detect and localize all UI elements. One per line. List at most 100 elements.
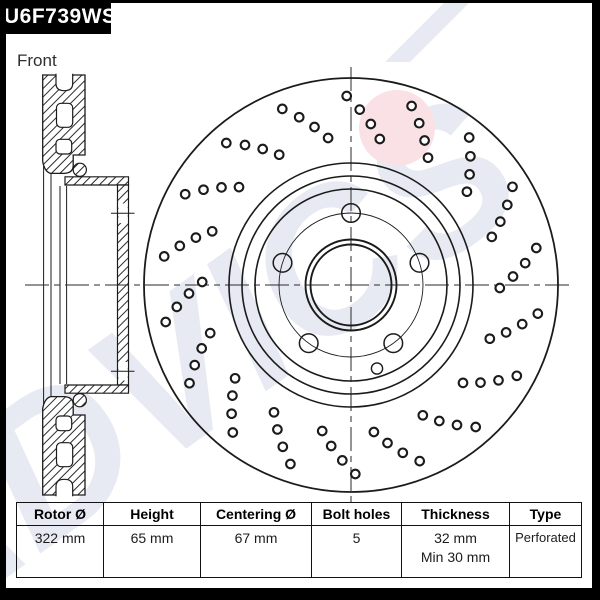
hole xyxy=(383,333,404,354)
hole xyxy=(226,408,237,420)
center-bore xyxy=(304,238,398,332)
hole xyxy=(196,343,208,354)
hole xyxy=(239,139,251,151)
bolt-holes xyxy=(272,202,430,354)
vent-slot-top-open xyxy=(55,73,74,92)
hole xyxy=(174,240,186,252)
hole xyxy=(368,426,380,438)
spec-value-row: 322 mm 65 mm 67 mm 5 32 mm Min 30 mm Per… xyxy=(16,525,582,578)
hole xyxy=(220,137,232,149)
hole xyxy=(532,308,544,319)
spec-header-rotor-diameter: Rotor Ø xyxy=(16,502,104,526)
hole xyxy=(158,251,170,262)
hole xyxy=(501,199,513,211)
hole xyxy=(309,121,320,133)
set-screw-hole xyxy=(370,362,384,375)
hole xyxy=(414,455,426,467)
hole xyxy=(365,118,377,130)
hole xyxy=(433,415,445,427)
spec-header-bolt-holes: Bolt holes xyxy=(311,502,402,526)
hole xyxy=(493,374,504,386)
hole xyxy=(457,377,469,389)
hole xyxy=(451,419,463,431)
hole xyxy=(516,318,528,330)
spec-value-centering-diameter: 67 mm xyxy=(200,525,312,578)
spec-header-height: Height xyxy=(103,502,201,526)
hole xyxy=(530,242,542,254)
drill-holes xyxy=(158,90,544,480)
hole xyxy=(382,437,393,449)
hole xyxy=(233,181,245,193)
hole xyxy=(413,117,425,129)
hole xyxy=(198,184,209,196)
hole xyxy=(519,257,531,269)
spec-value-type: Perforated xyxy=(509,525,582,578)
hole xyxy=(419,135,430,146)
hub-circles xyxy=(228,162,474,408)
frame-border-bottom xyxy=(0,588,600,600)
hole xyxy=(397,447,409,459)
part-number-plate: U6F739WS xyxy=(0,0,116,34)
hole xyxy=(341,90,353,102)
hole xyxy=(160,316,172,328)
hole xyxy=(322,132,334,144)
hole xyxy=(171,301,183,313)
hole xyxy=(422,152,434,164)
hole xyxy=(227,427,239,438)
hole xyxy=(325,440,337,452)
hole xyxy=(464,169,475,180)
spec-value-height: 65 mm xyxy=(103,525,201,578)
hole xyxy=(354,104,366,115)
hole xyxy=(179,188,191,200)
hole xyxy=(276,103,288,115)
hole xyxy=(340,202,362,224)
hole xyxy=(183,288,195,299)
spec-value-thickness: 32 mm Min 30 mm xyxy=(401,525,510,578)
hole xyxy=(206,225,218,237)
frame-border-right xyxy=(592,0,600,600)
hole xyxy=(507,181,518,193)
hole xyxy=(417,409,429,421)
hole xyxy=(190,232,202,243)
section-top-fillet xyxy=(72,162,88,177)
hole xyxy=(196,276,208,288)
hole xyxy=(229,372,241,384)
hole xyxy=(409,252,430,273)
hole xyxy=(500,327,512,338)
hole xyxy=(470,421,482,433)
frame-border-left xyxy=(0,0,6,600)
spec-value-rotor-diameter: 322 mm xyxy=(16,525,104,578)
hole xyxy=(507,271,519,282)
section-top-hat-flange xyxy=(64,176,130,186)
hole xyxy=(484,333,496,345)
hole xyxy=(184,377,195,389)
hole xyxy=(349,468,361,480)
hole xyxy=(189,359,201,371)
hole xyxy=(486,231,498,243)
vent-slot xyxy=(55,442,74,468)
hole xyxy=(293,111,305,123)
hole xyxy=(494,282,506,294)
spec-header-row: Rotor Ø Height Centering Ø Bolt holes Th… xyxy=(16,502,582,526)
front-view xyxy=(25,67,572,503)
spec-table-container: Rotor Ø Height Centering Ø Bolt holes Th… xyxy=(16,502,582,578)
frame-border-top xyxy=(0,0,600,3)
hole xyxy=(277,441,289,453)
hole xyxy=(273,149,285,161)
hole xyxy=(461,186,473,198)
hole xyxy=(272,252,293,273)
part-number: U6F739WS xyxy=(4,5,117,28)
hole xyxy=(268,406,280,418)
hole xyxy=(475,377,486,388)
hole xyxy=(285,458,296,470)
bolt-circle xyxy=(278,212,424,358)
hole xyxy=(463,132,475,143)
hole xyxy=(216,182,227,193)
cross-section-view xyxy=(42,73,135,497)
hole xyxy=(257,143,269,155)
hole xyxy=(494,216,506,227)
hole xyxy=(227,390,238,401)
hole xyxy=(336,455,348,466)
hole xyxy=(511,370,523,382)
